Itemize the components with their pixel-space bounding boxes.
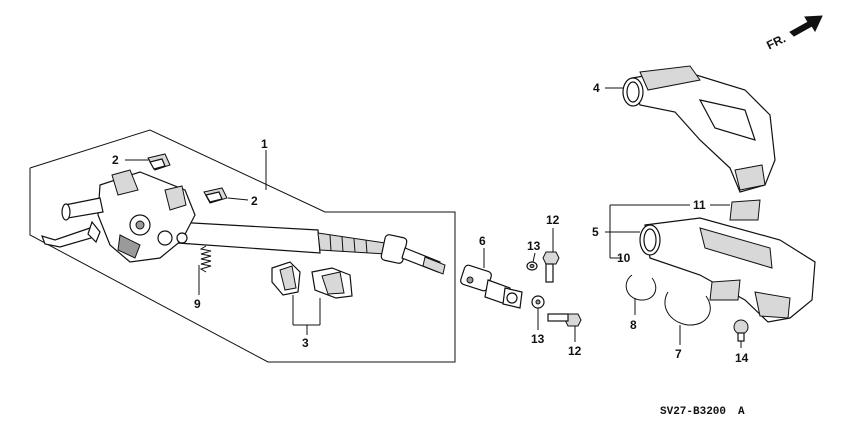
- steering-column-assembly[interactable]: [41, 169, 446, 275]
- callout-10: 10: [617, 251, 631, 265]
- callout-13-upper: 13: [527, 239, 541, 253]
- assembly-outline: [29, 129, 456, 363]
- callout-7: 7: [675, 347, 682, 361]
- universal-joint[interactable]: [460, 264, 523, 309]
- callout-3: 3: [302, 336, 309, 350]
- direction-label: FR.: [764, 31, 788, 52]
- spring[interactable]: [199, 245, 212, 273]
- callout-5: 5: [592, 225, 599, 239]
- callout-12-lower: 12: [568, 344, 582, 358]
- clip-upper[interactable]: [147, 153, 171, 171]
- callout-14: 14: [735, 351, 749, 365]
- callout-1: 1: [261, 137, 268, 151]
- diagram-suffix: A: [738, 406, 745, 418]
- screw[interactable]: [733, 319, 749, 342]
- arrow-icon: [789, 15, 823, 37]
- callout-4: 4: [593, 81, 600, 95]
- lower-column-cover[interactable]: [639, 217, 816, 323]
- callout-12-upper: 12: [546, 213, 560, 227]
- upper-column-cover[interactable]: [622, 65, 776, 193]
- wire-clip[interactable]: [625, 274, 657, 301]
- pad-lower[interactable]: [709, 279, 741, 301]
- callout-6: 6: [479, 234, 486, 248]
- callout-9: 9: [194, 297, 201, 311]
- leader-lines: [125, 87, 742, 348]
- callout-13-lower: 13: [531, 332, 545, 346]
- clip-lower[interactable]: [203, 187, 228, 204]
- callout-8: 8: [630, 318, 637, 332]
- callout-2-lower: 2: [251, 194, 258, 208]
- nut-upper[interactable]: [526, 261, 538, 271]
- bolt-upper[interactable]: [542, 251, 560, 283]
- callout-2-upper: 2: [112, 153, 119, 167]
- diagram-code: SV27-B3200: [660, 406, 726, 418]
- callout-11: 11: [693, 198, 706, 212]
- washer-lower[interactable]: [531, 295, 545, 309]
- pad-upper[interactable]: [729, 199, 761, 221]
- bushing-pair[interactable]: [271, 261, 353, 299]
- bolt-lower[interactable]: [547, 313, 582, 327]
- direction-arrow: FR.: [764, 15, 823, 52]
- band-clamp[interactable]: [664, 291, 711, 326]
